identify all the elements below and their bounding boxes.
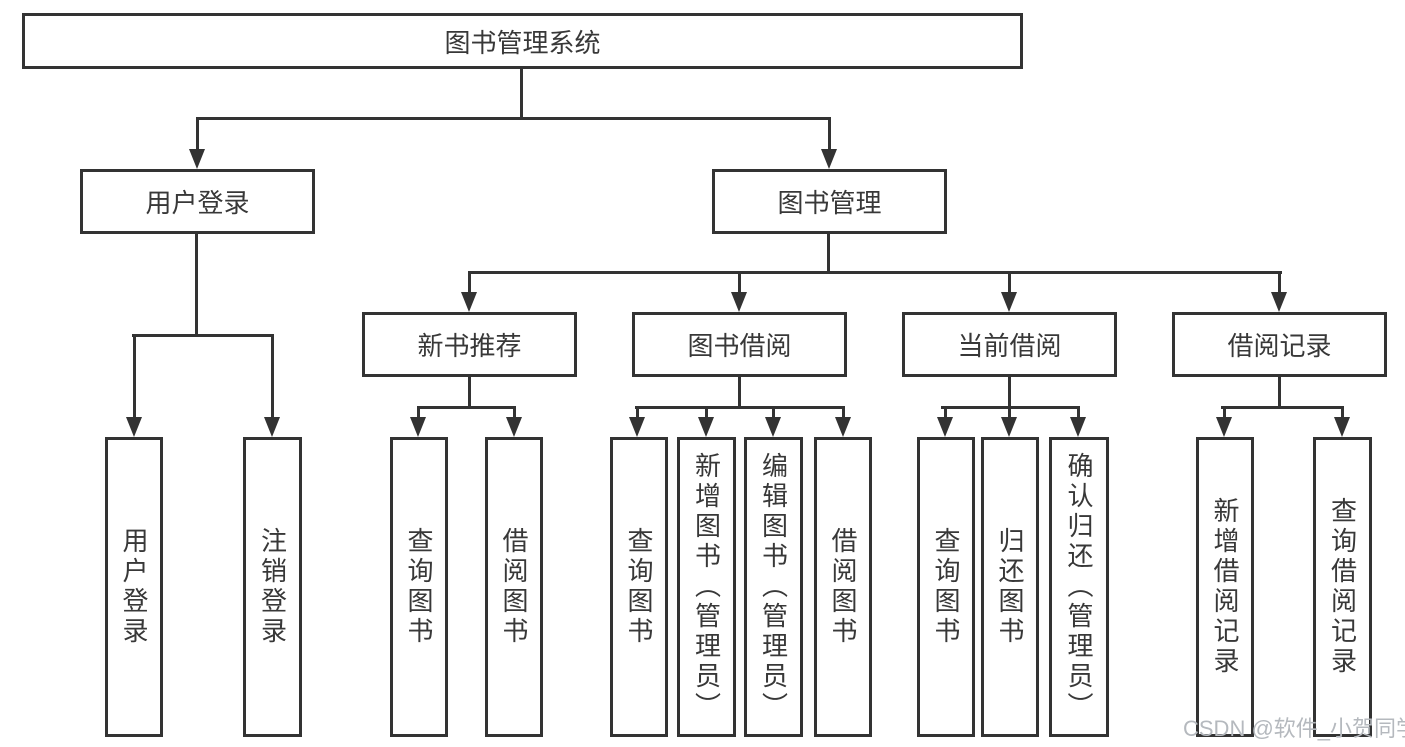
arrow-to-current-query <box>937 409 954 437</box>
leaf-add-borrow-record: 新增借阅记录 <box>1196 437 1254 737</box>
leaf-edit-book-admin-label: 编辑图书（管理员） <box>758 452 789 722</box>
arrow-to-new-book-recommend <box>461 274 478 312</box>
node-book-management: 图书管理 <box>712 169 947 234</box>
connector-level2-bar <box>468 271 1282 274</box>
leaf-confirm-return-admin: 确认归还（管理员） <box>1049 437 1109 737</box>
connector-borrow-stem <box>738 377 741 409</box>
leaf-recommend-query-book: 查询图书 <box>390 437 448 737</box>
leaf-borrow-query-book: 查询图书 <box>610 437 668 737</box>
leaf-query-borrow-record-label: 查询借阅记录 <box>1327 497 1358 677</box>
arrow-to-book-management <box>821 120 838 169</box>
arrow-to-borrow-records <box>1271 274 1288 312</box>
node-new-book-recommend: 新书推荐 <box>362 312 577 377</box>
arrow-to-edit-book <box>765 409 782 437</box>
connector-current-stem <box>1008 377 1011 409</box>
connector-root-stem <box>520 69 523 120</box>
leaf-add-borrow-record-label: 新增借阅记录 <box>1210 497 1240 677</box>
arrow-to-add-record <box>1216 409 1233 437</box>
arrow-to-current-borrow <box>1001 274 1018 312</box>
connector-book-mgmt-stem <box>827 234 830 274</box>
node-user-login-label: 用户登录 <box>145 188 250 218</box>
leaf-return-book-label: 归还图书 <box>995 527 1025 647</box>
node-root: 图书管理系统 <box>22 13 1023 69</box>
leaf-borrow-query-book-label: 查询图书 <box>624 527 654 647</box>
node-current-borrow: 当前借阅 <box>902 312 1117 377</box>
arrow-to-recommend-query <box>410 409 427 437</box>
leaf-logout: 注销登录 <box>243 437 302 737</box>
node-user-login: 用户登录 <box>80 169 315 234</box>
leaf-confirm-return-admin-label: 确认归还（管理员） <box>1064 452 1094 722</box>
leaf-recommend-query-book-label: 查询图书 <box>404 527 434 647</box>
arrow-to-book-borrow <box>731 274 748 312</box>
arrow-to-borrow-query <box>629 409 646 437</box>
csdn-watermark: CSDN @软件_小贺同学 <box>1183 716 1405 741</box>
leaf-recommend-borrow-book-label: 借阅图书 <box>499 527 529 647</box>
arrow-to-add-book <box>698 409 715 437</box>
arrow-to-leaf-user-login <box>126 337 143 437</box>
leaf-user-login-label: 用户登录 <box>119 527 149 647</box>
leaf-edit-book-admin: 编辑图书（管理员） <box>744 437 803 737</box>
node-borrow-records: 借阅记录 <box>1172 312 1387 377</box>
leaf-logout-label: 注销登录 <box>257 527 288 647</box>
arrow-to-recommend-borrow <box>506 409 523 437</box>
connector-level1-bar <box>196 117 831 120</box>
node-borrow-records-label: 借阅记录 <box>1227 331 1332 361</box>
leaf-borrow-book-label: 借阅图书 <box>828 527 858 647</box>
connector-recommend-bar <box>417 406 516 409</box>
arrow-to-query-record <box>1334 409 1351 437</box>
leaf-recommend-borrow-book: 借阅图书 <box>485 437 543 737</box>
leaf-current-query-book: 查询图书 <box>917 437 975 737</box>
leaf-add-book-admin: 新增图书（管理员） <box>677 437 736 737</box>
node-book-management-label: 图书管理 <box>777 188 882 218</box>
arrow-to-return-book <box>1001 409 1018 437</box>
arrow-to-user-login <box>189 120 206 169</box>
node-book-borrow-label: 图书借阅 <box>687 331 792 361</box>
leaf-return-book: 归还图书 <box>981 437 1039 737</box>
connector-records-stem <box>1278 377 1281 409</box>
node-root-label: 图书管理系统 <box>444 27 601 58</box>
connector-borrow-bar <box>635 406 845 409</box>
node-current-borrow-label: 当前借阅 <box>957 331 1062 361</box>
node-new-book-recommend-label: 新书推荐 <box>417 331 522 361</box>
leaf-query-borrow-record: 查询借阅记录 <box>1313 437 1372 737</box>
node-book-borrow: 图书借阅 <box>632 312 847 377</box>
leaf-borrow-book: 借阅图书 <box>814 437 872 737</box>
connector-recommend-stem <box>468 377 471 409</box>
connector-records-bar <box>1221 406 1344 409</box>
connector-user-login-stem <box>195 234 198 337</box>
leaf-add-book-admin-label: 新增图书（管理员） <box>691 452 722 722</box>
arrow-to-borrow-leaf <box>835 409 852 437</box>
leaf-current-query-book-label: 查询图书 <box>931 527 961 647</box>
arrow-to-confirm-return <box>1070 409 1087 437</box>
connector-user-login-bar <box>132 334 274 337</box>
leaf-user-login: 用户登录 <box>105 437 163 737</box>
connector-current-bar <box>941 406 1080 409</box>
arrow-to-leaf-logout <box>264 337 281 437</box>
